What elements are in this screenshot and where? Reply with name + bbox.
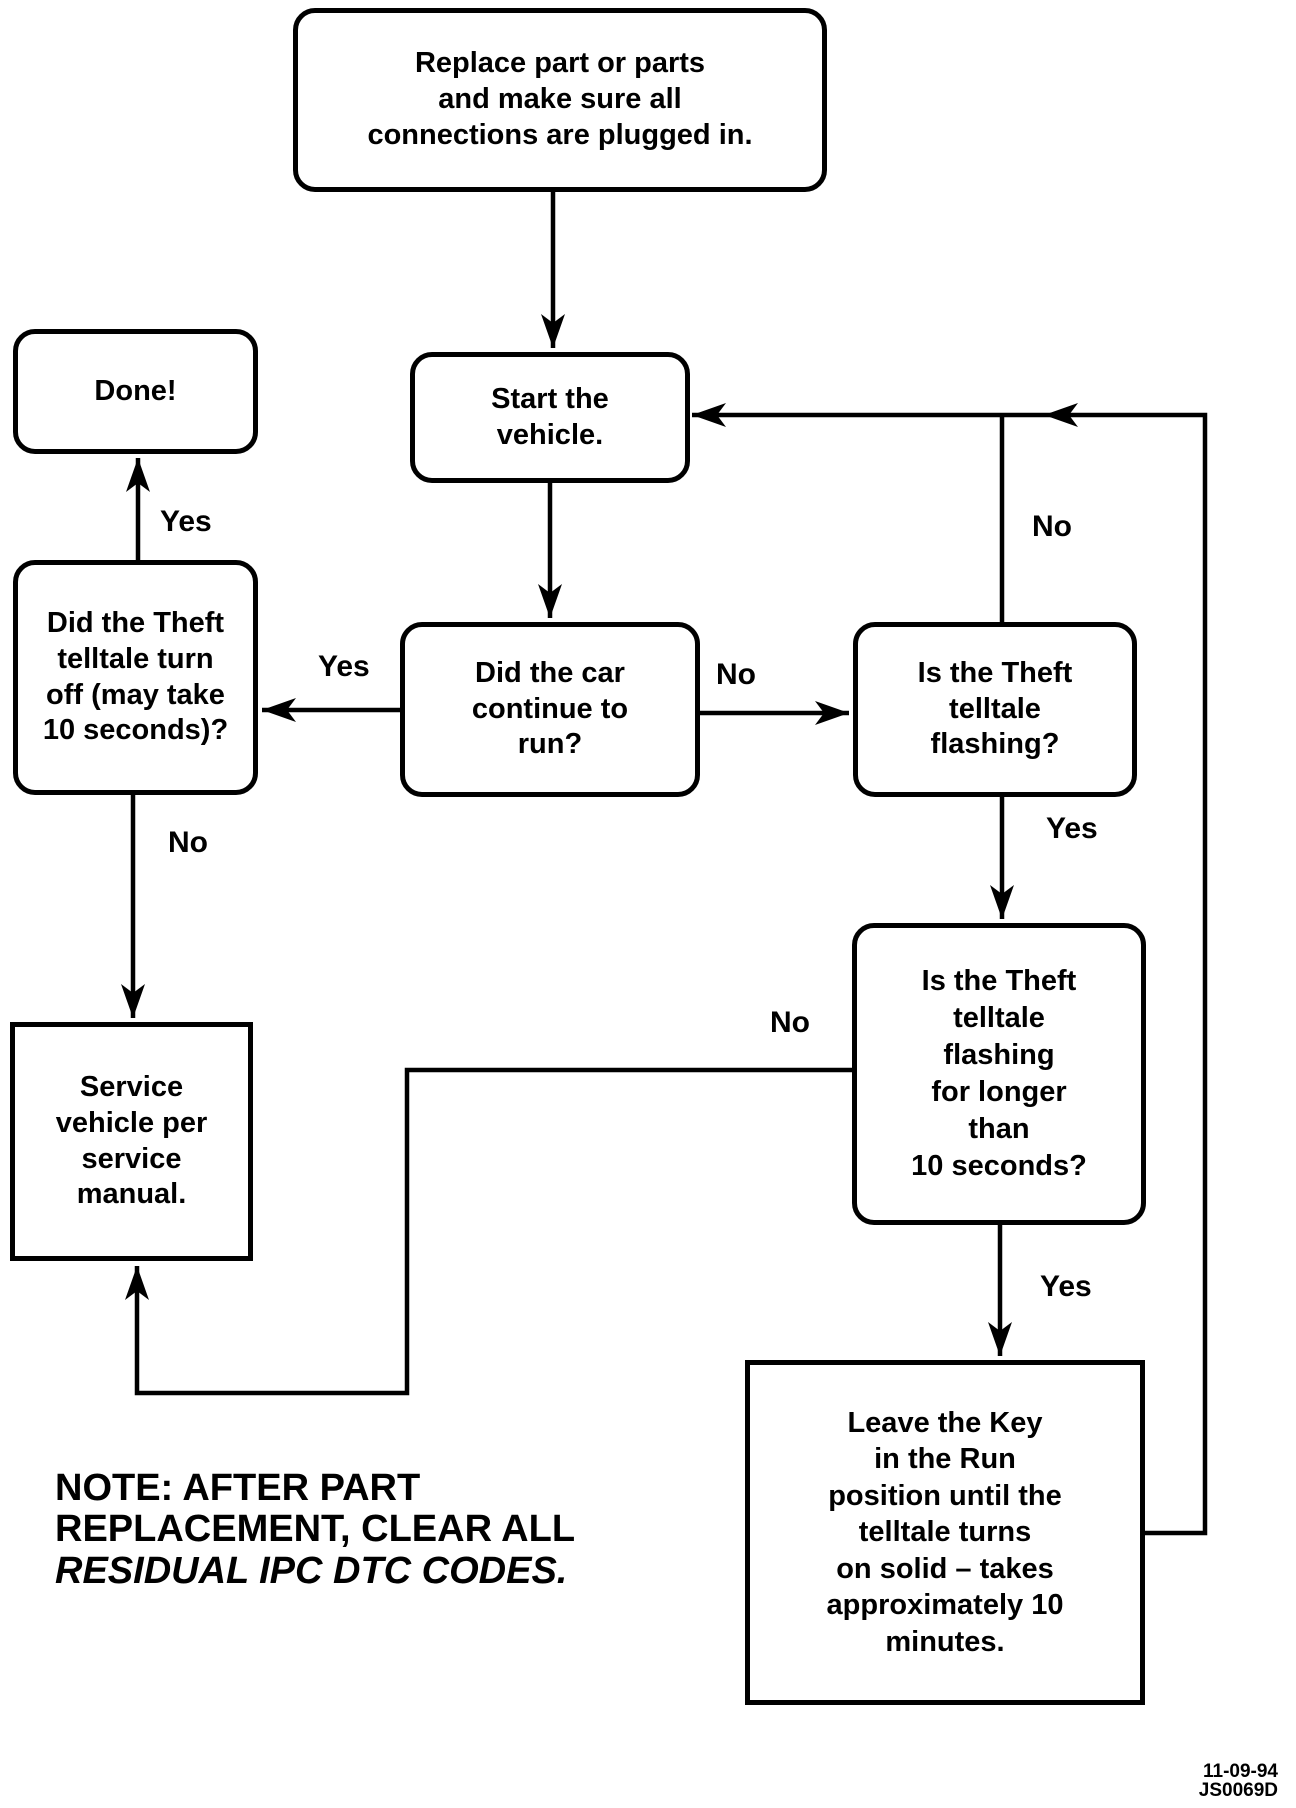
node-car-continue-run: Did the car continue to run? [400,622,700,797]
note-line-2: REPLACEMENT, CLEAR ALL [55,1508,576,1551]
node-leave-key-run: Leave the Key in the Run position until … [745,1360,1145,1705]
node-telltale-turn-off: Did the Theft telltale turn off (may tak… [13,560,258,795]
edge-leavekey-return [1044,403,1208,1536]
label-no-flashing: No [1032,510,1072,543]
node-replace-parts: Replace part or parts and make sure all … [293,8,827,192]
node-flashing-longer-10s: Is the Theft telltale flashing for longe… [852,923,1146,1225]
note-block: NOTE: AFTER PART REPLACEMENT, CLEAR ALL … [55,1467,576,1592]
label-no-to-service: No [168,826,208,859]
label-no-run: No [716,658,756,691]
figure-code-block: 11-09-94 JS0069D [1199,1762,1278,1800]
label-yes-to-done: Yes [160,505,212,538]
node-service-vehicle: Service vehicle per service manual. [10,1022,253,1261]
note-line-3: RESIDUAL IPC DTC CODES. [55,1549,568,1592]
figure-date: 11-09-94 [1202,1761,1278,1782]
label-no-longer: No [770,1006,810,1039]
note-line-1: NOTE: AFTER PART [55,1467,421,1509]
node-telltale-flashing: Is the Theft telltale flashing? [853,622,1137,797]
figure-code: JS0069D [1198,1780,1278,1801]
node-start-vehicle: Start the vehicle. [410,352,690,483]
label-yes-run: Yes [318,650,370,683]
edge-longer-service [125,1067,852,1396]
label-yes-longer: Yes [1040,1270,1092,1303]
label-yes-flashing: Yes [1046,812,1098,845]
node-done: Done! [13,329,258,454]
